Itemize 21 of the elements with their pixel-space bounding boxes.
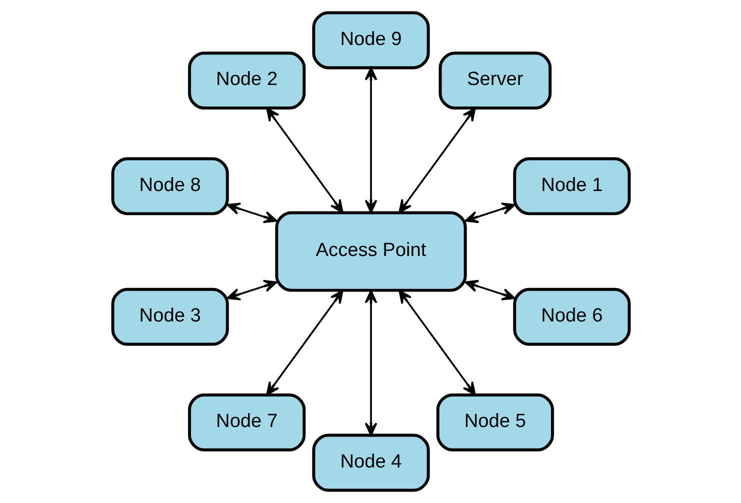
arrow [464, 280, 515, 300]
node-box: Node 3 [110, 288, 228, 346]
node-box: Node 7 [188, 393, 306, 452]
node-box: Node 6 [512, 288, 630, 346]
arrow [398, 108, 476, 214]
arrow [226, 280, 277, 300]
arrow [266, 108, 343, 214]
node-box: Node 5 [436, 393, 554, 452]
node-box: Node 2 [188, 52, 306, 110]
node-box: Server [438, 52, 552, 110]
node-box: Node 9 [312, 11, 430, 70]
arrow [464, 202, 515, 224]
node-box: Node 1 [512, 157, 630, 216]
node-box: Access Point [274, 211, 466, 292]
arrow [364, 66, 377, 214]
node-box: Node 4 [312, 434, 430, 492]
arrow [266, 290, 343, 396]
arrow [398, 290, 476, 396]
node-box: Node 8 [110, 157, 228, 216]
arrow [226, 202, 277, 224]
arrow [364, 290, 377, 436]
